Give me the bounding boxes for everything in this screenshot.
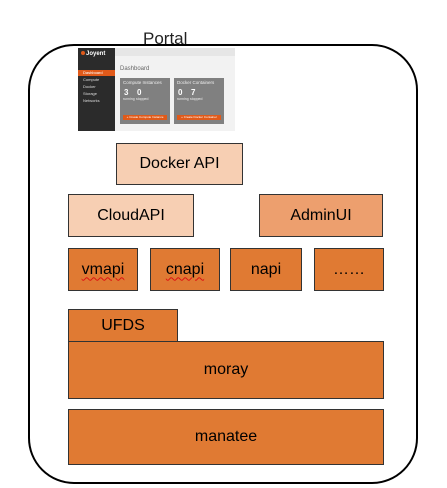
portal-screenshot: Joyent Dashboard Compute Docker Storage … <box>78 48 235 131</box>
manatee-label: manatee <box>194 428 258 445</box>
ufds-label: UFDS <box>101 316 145 334</box>
screenshot-logo: Joyent <box>81 51 105 57</box>
napi-label: napi <box>250 260 282 278</box>
card-label: running <box>177 97 189 101</box>
screenshot-sidebar: Joyent Dashboard Compute Docker Storage … <box>78 48 115 131</box>
screenshot-card: Docker Containers 0 7 running stopped + … <box>174 78 224 124</box>
adminui-box: AdminUI <box>259 194 383 237</box>
logo-icon <box>81 51 85 55</box>
screenshot-nav-item: Dashboard <box>78 70 115 76</box>
manatee-box: manatee <box>68 409 384 465</box>
card-button: + Create Compute Instance <box>123 115 167 120</box>
portal-title: Portal <box>143 29 188 48</box>
cloudapi-box: CloudAPI <box>68 194 194 237</box>
vmapi-label: vmapi <box>81 260 125 278</box>
vmapi-box: vmapi <box>68 248 138 291</box>
cloudapi-label: CloudAPI <box>97 206 165 224</box>
card-label: stopped <box>190 97 203 101</box>
more-label: …… <box>333 260 365 278</box>
docker-api-box: Docker API <box>116 143 243 185</box>
ufds-box: UFDS <box>68 309 178 342</box>
card-count: 3 <box>124 88 129 97</box>
screenshot-nav-item: Networks <box>83 98 100 103</box>
card-title: Compute Instances <box>123 80 162 85</box>
moray-box: moray <box>68 341 384 399</box>
card-label: running <box>123 97 135 101</box>
screenshot-heading: Dashboard <box>120 66 150 72</box>
screenshot-card: Compute Instances 3 0 running stopped + … <box>120 78 170 124</box>
docker-api-label: Docker API <box>139 155 220 172</box>
card-count: 7 <box>191 88 196 97</box>
logo-text: Joyent <box>86 51 106 57</box>
more-box: …… <box>314 248 384 291</box>
screenshot-topbar <box>115 48 235 56</box>
moray-label: moray <box>203 361 249 378</box>
card-title: Docker Containers <box>177 80 215 85</box>
screenshot-nav-item: Compute <box>83 77 100 82</box>
cnapi-label: cnapi <box>165 260 205 278</box>
napi-box: napi <box>230 248 302 291</box>
adminui-label: AdminUI <box>290 206 352 224</box>
card-button: + Create Docker Container <box>177 115 221 120</box>
card-label: stopped <box>136 97 149 101</box>
screenshot-nav-item: Storage <box>83 91 98 96</box>
card-count: 0 <box>178 88 183 97</box>
screenshot-nav-item: Docker <box>83 84 96 89</box>
card-count: 0 <box>137 88 142 97</box>
cnapi-box: cnapi <box>150 248 220 291</box>
